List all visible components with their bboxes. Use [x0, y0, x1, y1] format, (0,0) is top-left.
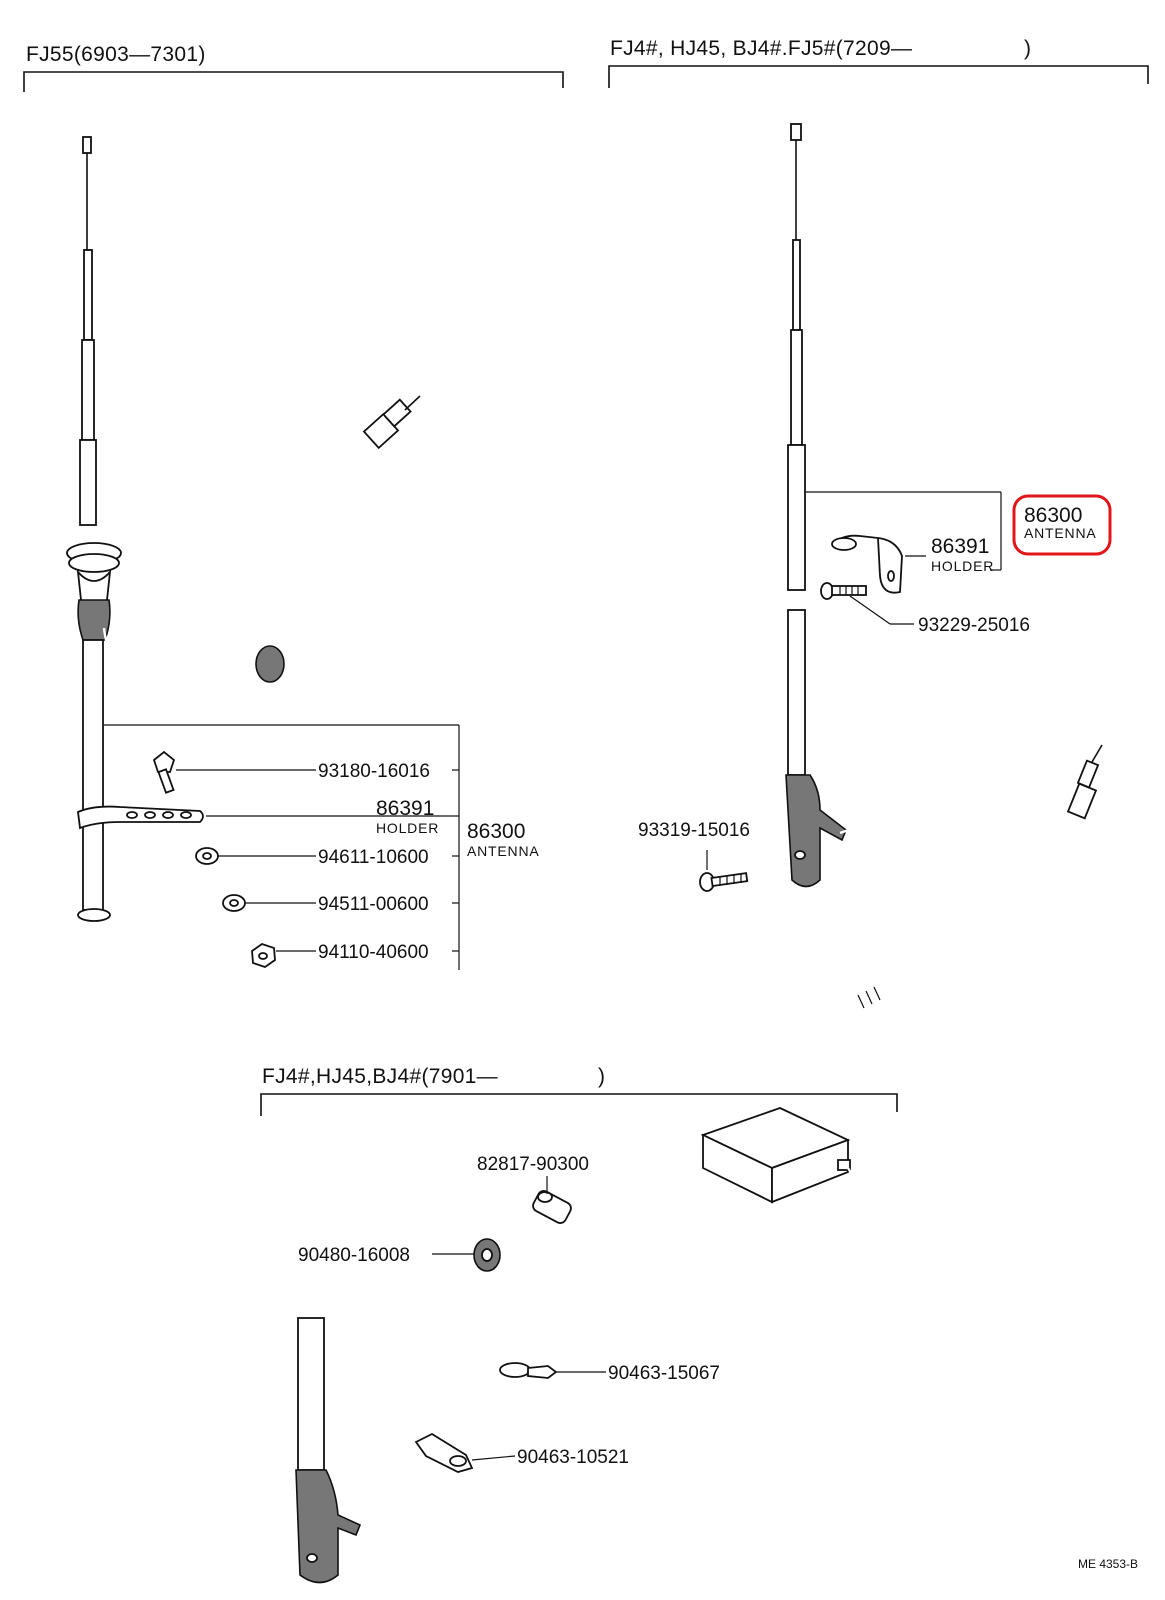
- leader-lines-fj55: [104, 724, 460, 970]
- part-number-90463-15067: 90463-15067: [608, 1363, 720, 1384]
- part-number-93229-25016: 93229-25016: [918, 615, 1030, 636]
- part-number-86391-fj4: 86391: [931, 535, 989, 558]
- antenna-mast-fj55: [66, 136, 122, 922]
- bolt-93180: [152, 750, 176, 794]
- amplifier-cable: [329, 1167, 854, 1524]
- antenna-cable-fj4-7209: [718, 744, 1103, 1017]
- section-fj4-7901: FJ4#,HJ45,BJ4#(7901— ): [260, 1065, 898, 1584]
- part-number-82817-90300: 82817-90300: [477, 1154, 589, 1175]
- antenna-mast-fj4-7209: [785, 123, 847, 888]
- section-fj4-7209: FJ4#, HJ45, BJ4#.FJ5#(7209— ): [608, 37, 1149, 1017]
- section-header-fj4-7901: FJ4#,HJ45,BJ4#(7901—: [262, 1065, 498, 1088]
- antenna-tip: [82, 136, 92, 154]
- washer-94511: [222, 894, 246, 912]
- part-name-antenna-fj55: ANTENNA: [467, 843, 540, 859]
- part-name-holder-fj4: HOLDER: [931, 558, 994, 574]
- part-number-93319-15016: 93319-15016: [638, 820, 750, 841]
- washer-94611: [195, 847, 219, 865]
- antenna-cable-fj55: [102, 395, 421, 692]
- section-header-fj4-7209-end: ): [1024, 37, 1031, 60]
- cable-clip-90463-15067: [499, 1362, 558, 1379]
- cable-grommet: [255, 645, 285, 683]
- part-number-86300-fj4: 86300: [1024, 504, 1082, 527]
- holder-strap-86391-fj55: [77, 805, 204, 830]
- part-number-94611-10600: 94611-10600: [318, 847, 429, 868]
- part-number-90480-16008: 90480-16008: [298, 1245, 410, 1266]
- nut-94110: [251, 943, 276, 968]
- part-number-86300-fj55: 86300: [467, 820, 525, 843]
- section-fj55: FJ55(6903—7301): [23, 43, 564, 970]
- amplifier-box: [700, 1107, 851, 1204]
- screw-93229: [820, 582, 867, 600]
- bolt-93319: [699, 872, 749, 892]
- leader-lines-fj4-7901: [432, 1176, 606, 1461]
- part-number-90463-10521: 90463-10521: [517, 1447, 629, 1468]
- cable-clip-90463-10521: [414, 1432, 474, 1473]
- part-number-94511-00600: 94511-00600: [318, 894, 429, 915]
- section-bracket-fj55: [23, 71, 564, 92]
- section-header-fj4-7209: FJ4#, HJ45, BJ4#.FJ5#(7209—: [610, 37, 912, 60]
- antenna-stub-fj4-7901: [295, 1317, 362, 1584]
- section-header-fj55: FJ55(6903—7301): [26, 43, 206, 66]
- part-name-holder-fj55: HOLDER: [376, 820, 439, 836]
- highlight-circle-86300: [1012, 494, 1112, 556]
- figure-reference: ME 4353-B: [1078, 1557, 1138, 1571]
- section-bracket-fj4-7901: [260, 1093, 898, 1116]
- part-number-94110-40600: 94110-40600: [318, 942, 429, 963]
- leader-lines-fj4-7209: [706, 491, 1002, 870]
- holder-bracket-86391-fj4: [831, 534, 903, 594]
- grommet-90480: [473, 1238, 501, 1272]
- part-number-86391-fj55: 86391: [376, 797, 434, 820]
- section-bracket-fj4-7209: [608, 65, 1149, 88]
- section-header-fj4-7901-end: ): [598, 1065, 605, 1088]
- antenna-tip: [790, 123, 802, 141]
- part-number-93180-16016: 93180-16016: [318, 761, 430, 782]
- cable-clamp-82817: [532, 1190, 572, 1224]
- part-name-antenna-fj4: ANTENNA: [1024, 525, 1097, 541]
